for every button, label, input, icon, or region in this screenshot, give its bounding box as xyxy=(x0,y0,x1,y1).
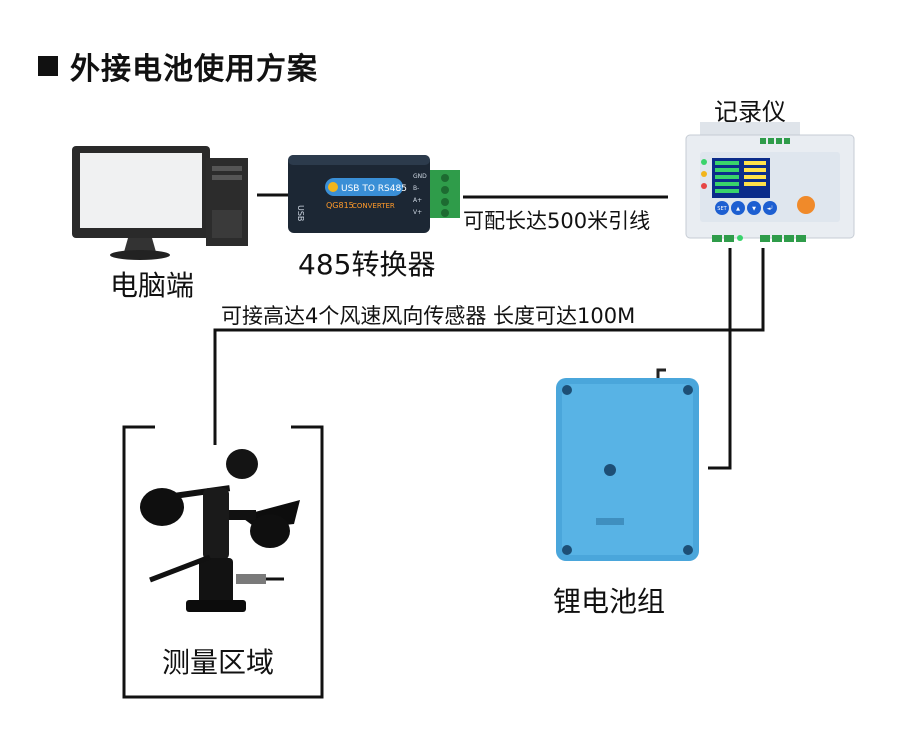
logger-to-battery-line xyxy=(708,248,732,470)
converter-terminal-label: V+ xyxy=(413,209,422,216)
logger-label: 记录仪 xyxy=(714,98,786,126)
title-bullet-icon xyxy=(38,56,58,76)
converter-device: USB USB TO RS485 QG815 CONVERTER GND B- … xyxy=(288,155,460,233)
measurement-area-label: 测量区域 xyxy=(162,646,275,679)
measurement-area-bracket xyxy=(122,425,324,699)
sensor-info-label: 可接高达4个风速风向传感器 长度可达100M xyxy=(221,304,636,328)
converter-label: 485转换器 xyxy=(298,248,436,281)
converter-badge-text: USB TO RS485 xyxy=(341,184,407,194)
converter-usb-text: USB xyxy=(296,205,305,221)
converter-terminal-label: GND xyxy=(413,173,427,180)
battery-pack xyxy=(556,368,699,561)
logger-buttons xyxy=(715,201,777,215)
logger-button-label: ▲ xyxy=(736,206,740,212)
computer-icon xyxy=(72,146,248,260)
logger-button-label: SET xyxy=(717,206,727,212)
battery-label: 锂电池组 xyxy=(553,585,666,618)
title-text: 外接电池使用方案 xyxy=(70,52,318,87)
connection-lines xyxy=(213,193,765,470)
converter-model-text: QG815 xyxy=(326,201,354,210)
page-title: 外接电池使用方案 xyxy=(38,44,318,88)
logger-to-sensor-line xyxy=(213,248,765,445)
converter-type-text: CONVERTER xyxy=(352,202,395,210)
anemometer-icon xyxy=(140,449,300,612)
logger-button-label: ◄┘ xyxy=(767,205,774,212)
logger-device: SET ▲ ▼ ◄┘ xyxy=(685,122,855,242)
logger-speaker-icon xyxy=(797,196,815,214)
converter-terminal-label: A+ xyxy=(413,197,422,204)
converter-terminal-label: B- xyxy=(413,185,419,192)
logger-button-label: ▼ xyxy=(752,206,756,212)
computer-label: 电脑端 xyxy=(110,269,195,302)
cable-length-label: 可配长达500米引线 xyxy=(463,209,651,233)
